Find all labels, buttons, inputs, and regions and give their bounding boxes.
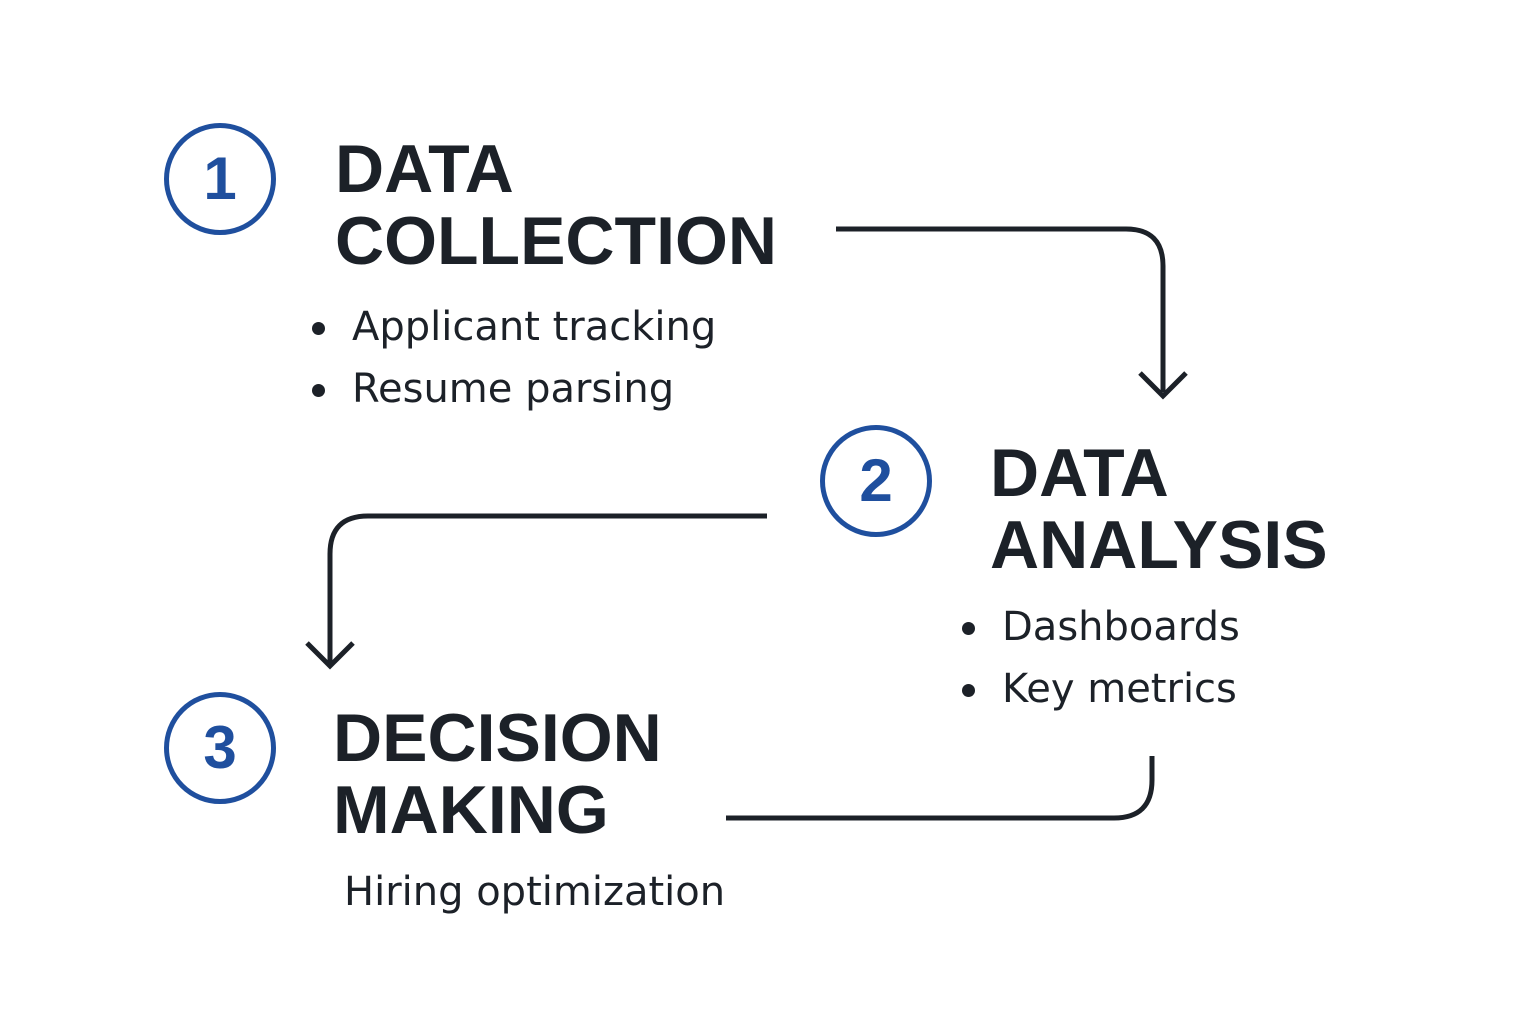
connector-2-to-3-line: [327, 513, 767, 664]
step-1-number: 1: [203, 145, 237, 212]
step-2-bullet-list: Dashboards Key metrics: [960, 596, 1240, 720]
step-3-number-badge: 3: [164, 692, 276, 804]
step-2-number-badge: 2: [820, 425, 932, 537]
arrow-down-icon: [1138, 371, 1188, 400]
list-item: Key metrics: [960, 658, 1240, 720]
step-1-number-badge: 1: [164, 123, 276, 235]
step-3-number: 3: [203, 714, 237, 781]
step-1-title-line-1: DATA: [335, 131, 514, 207]
step-3-title-line-1: DECISION: [333, 700, 662, 776]
list-item: Resume parsing: [310, 358, 716, 420]
step-2-title-line-2: ANALYSIS: [990, 507, 1328, 583]
list-item: Applicant tracking: [310, 296, 716, 358]
step-1-title-line-2: COLLECTION: [335, 203, 777, 279]
step-3-description: Hiring optimization: [344, 869, 726, 915]
step-2-title: DATA ANALYSIS: [990, 437, 1328, 581]
step-1-bullet-list: Applicant tracking Resume parsing: [310, 296, 716, 420]
step-3-title-line-2: MAKING: [333, 772, 609, 848]
step-2-number: 2: [859, 447, 893, 514]
list-item: Dashboards: [960, 596, 1240, 658]
arrow-down-icon: [305, 641, 355, 670]
step-1-title: DATA COLLECTION: [335, 133, 777, 277]
step-2-title-line-1: DATA: [990, 435, 1169, 511]
connector-3-to-2-line: [726, 756, 1155, 821]
step-3-title: DECISION MAKING: [333, 702, 662, 846]
connector-1-to-2-line: [836, 226, 1166, 392]
